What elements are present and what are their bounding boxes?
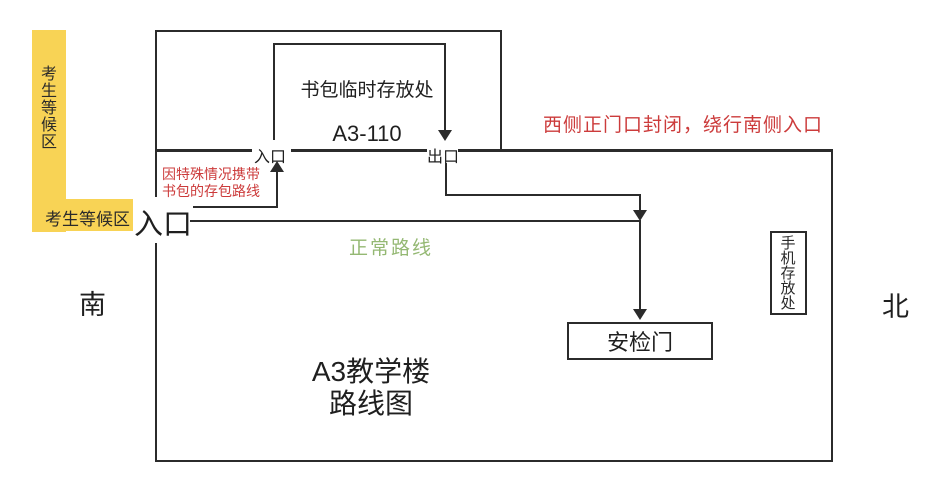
building-left-edge-upper bbox=[155, 149, 157, 197]
building-bottom-edge bbox=[155, 460, 833, 462]
phone-storage-label: 手机存放处 bbox=[780, 235, 796, 312]
waiting-area-horizontal-label: 考生等候区 bbox=[45, 210, 130, 229]
bag-route-vertical bbox=[276, 172, 278, 208]
building-title-line1: A3教学楼 bbox=[311, 356, 431, 387]
bag-room-path-left bbox=[273, 43, 275, 140]
building-top-edge-segment-2 bbox=[291, 149, 427, 152]
exit-route-vertical-2 bbox=[639, 194, 641, 212]
exit-route-vertical-1 bbox=[445, 163, 447, 196]
room-exit-label: 出口 bbox=[427, 149, 460, 166]
bag-route-note-line1: 因特殊情况携带 bbox=[162, 166, 260, 182]
building-left-edge-lower bbox=[155, 243, 157, 462]
compass-north-label: 北 bbox=[882, 292, 909, 322]
waiting-area-horizontal-strip bbox=[32, 199, 133, 231]
bag-room-left-edge bbox=[155, 30, 157, 151]
compass-south-label: 南 bbox=[79, 290, 106, 320]
exit-route-arrow-1-icon bbox=[633, 210, 647, 221]
normal-route-label: 正常路线 bbox=[349, 238, 434, 259]
exit-route-horizontal bbox=[445, 194, 641, 196]
bag-route-arrow-up-icon bbox=[270, 161, 284, 172]
bag-room-path-right bbox=[444, 43, 446, 131]
phone-storage-box: 手机存放处 bbox=[770, 231, 807, 315]
waiting-area-vertical-strip bbox=[32, 30, 66, 232]
building-top-edge-segment-1 bbox=[155, 149, 252, 152]
bag-route-note-line2: 书包的存包路线 bbox=[162, 183, 260, 199]
security-gate-label: 安检门 bbox=[606, 330, 673, 355]
security-gate-box: 安检门 bbox=[567, 322, 713, 360]
main-entrance-label: 入口 bbox=[134, 209, 193, 241]
bag-route-note: 因特殊情况携带 书包的存包路线 bbox=[162, 166, 260, 200]
bag-room-top-edge bbox=[155, 30, 502, 32]
exit-route-arrow-2-icon bbox=[633, 309, 647, 320]
bag-room-right-edge bbox=[500, 30, 502, 151]
bag-room-number: A3-110 bbox=[332, 121, 402, 146]
building-top-edge-segment-3 bbox=[458, 149, 833, 152]
building-right-edge bbox=[831, 149, 833, 462]
exit-route-vertical-3 bbox=[639, 222, 641, 309]
bag-route-horizontal bbox=[193, 206, 278, 208]
bag-room-name: 书包临时存放处 bbox=[300, 80, 434, 101]
west-gate-closed-notice: 西侧正门口封闭，绕行南侧入口 bbox=[543, 115, 824, 136]
building-title: A3教学楼 路线图 bbox=[271, 356, 471, 420]
bag-room-path-top bbox=[273, 43, 446, 45]
building-title-line2: 路线图 bbox=[328, 388, 413, 419]
normal-route-line bbox=[190, 220, 641, 222]
bag-room-exit-arrow-icon bbox=[438, 130, 452, 141]
waiting-area-vertical-label: 考生等候区 bbox=[40, 66, 57, 151]
